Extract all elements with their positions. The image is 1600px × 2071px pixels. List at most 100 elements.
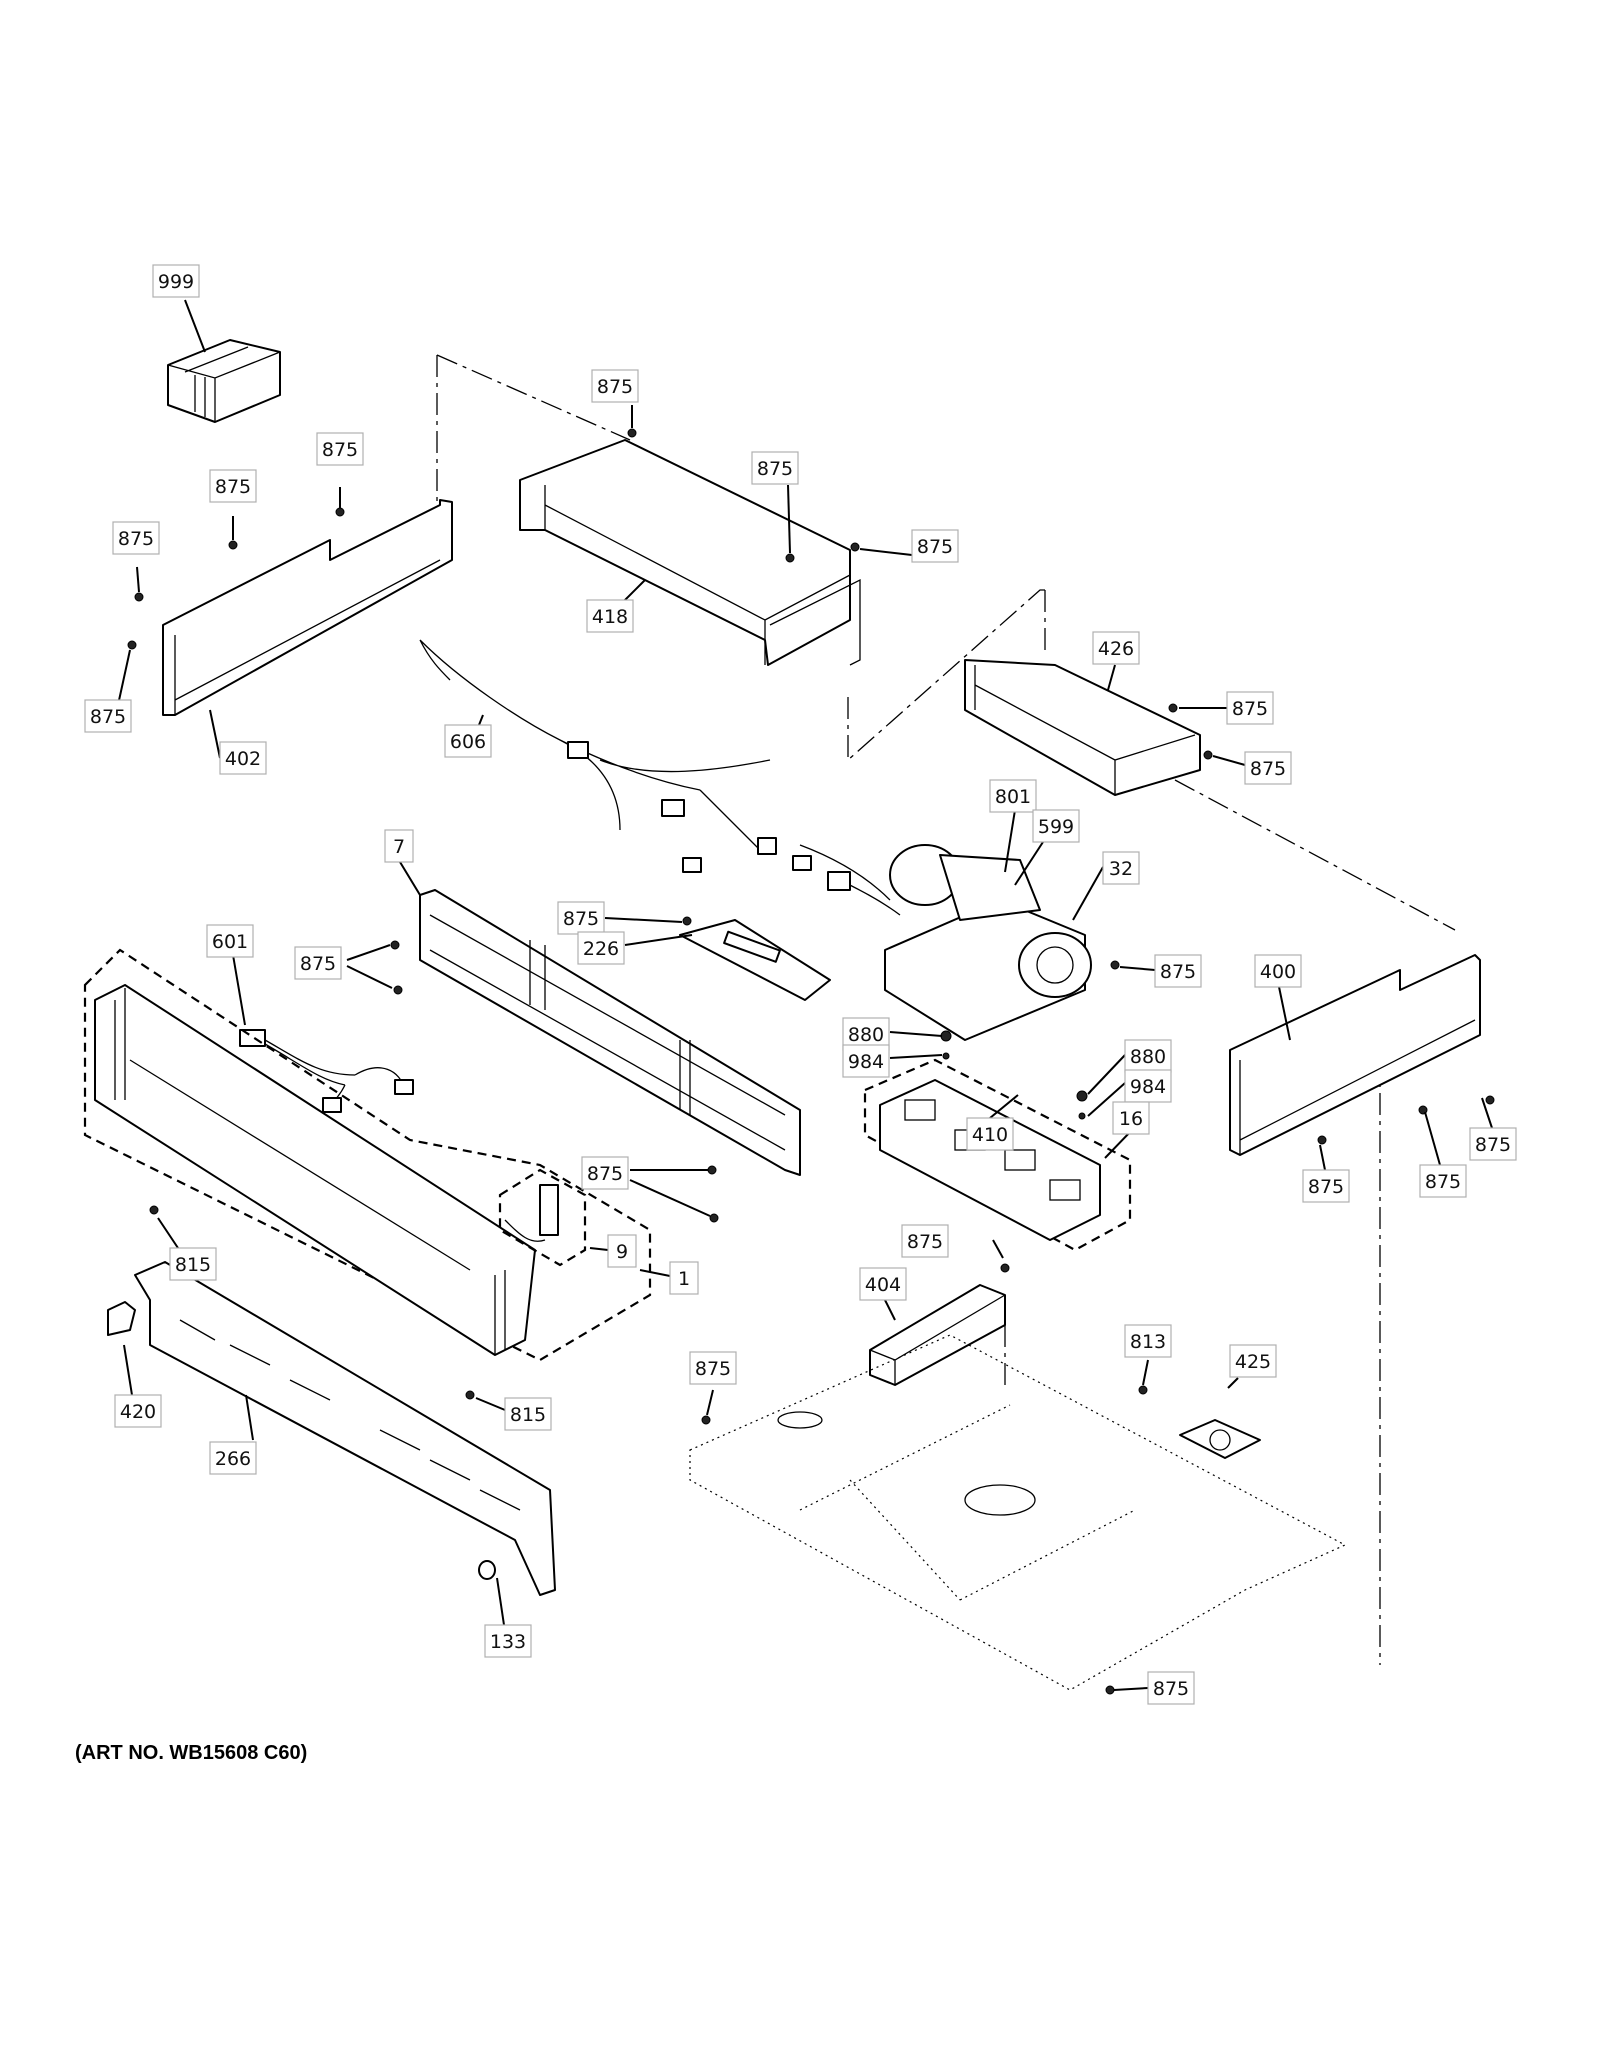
part-base-plate xyxy=(689,1334,1347,1691)
svg-text:404: 404 xyxy=(865,1274,901,1296)
svg-text:875: 875 xyxy=(907,1231,943,1253)
svg-text:875: 875 xyxy=(1160,961,1196,983)
callout-875-base-bottom: 875 xyxy=(1147,1671,1195,1705)
svg-text:875: 875 xyxy=(300,953,336,975)
callout-875-426-top: 875 xyxy=(1226,691,1274,725)
callout-266: 266 xyxy=(209,1441,257,1475)
svg-text:420: 420 xyxy=(120,1401,156,1423)
part-226-plate xyxy=(679,919,831,1001)
assembly-guide-lines xyxy=(436,354,1456,1665)
screws xyxy=(127,428,1495,1695)
callout-420: 420 xyxy=(114,1394,162,1428)
part-266-trim xyxy=(134,1261,556,1596)
svg-text:400: 400 xyxy=(1260,961,1296,983)
callout-875-cover-side: 875 xyxy=(751,451,799,485)
callout-875-panel-bottom: 875 xyxy=(84,699,132,733)
callout-226: 226 xyxy=(577,931,625,965)
part-425-pad xyxy=(1179,1419,1261,1459)
svg-text:880: 880 xyxy=(1130,1046,1166,1068)
svg-text:880: 880 xyxy=(848,1024,884,1046)
callout-425: 425 xyxy=(1229,1344,1277,1378)
callout-606: 606 xyxy=(444,724,492,758)
svg-text:133: 133 xyxy=(490,1631,526,1653)
callout-9: 9 xyxy=(607,1234,637,1268)
callout-875-426-bottom: 875 xyxy=(1244,751,1292,785)
callout-400: 400 xyxy=(1254,954,1302,988)
callout-labels: 999 875 875 875 875 875 875 875 418 402 … xyxy=(84,264,1517,1705)
svg-text:9: 9 xyxy=(616,1241,628,1263)
callout-418: 418 xyxy=(586,599,634,633)
callout-16: 16 xyxy=(1112,1101,1150,1135)
svg-text:875: 875 xyxy=(90,706,126,728)
leader-lines xyxy=(117,299,1493,1691)
svg-text:984: 984 xyxy=(1130,1076,1166,1098)
svg-text:875: 875 xyxy=(587,1163,623,1185)
callout-801: 801 xyxy=(989,779,1037,813)
svg-text:875: 875 xyxy=(1250,758,1286,780)
svg-text:984: 984 xyxy=(848,1051,884,1073)
callout-999: 999 xyxy=(152,264,200,298)
svg-text:425: 425 xyxy=(1235,1351,1271,1373)
callout-875-400-right: 875 xyxy=(1469,1127,1517,1161)
callout-984-motor: 984 xyxy=(842,1044,890,1078)
svg-text:875: 875 xyxy=(118,528,154,550)
svg-text:599: 599 xyxy=(1038,816,1074,838)
callout-875-400-mid: 875 xyxy=(1419,1164,1467,1198)
callout-875-frame-bottom: 875 xyxy=(581,1156,629,1190)
svg-text:801: 801 xyxy=(995,786,1031,808)
svg-text:875: 875 xyxy=(1153,1678,1189,1700)
callout-815-top: 815 xyxy=(169,1247,217,1281)
svg-text:875: 875 xyxy=(917,536,953,558)
callout-32: 32 xyxy=(1102,851,1140,885)
svg-text:426: 426 xyxy=(1098,638,1134,660)
svg-text:999: 999 xyxy=(158,271,194,293)
svg-text:418: 418 xyxy=(592,606,628,628)
svg-text:815: 815 xyxy=(175,1254,211,1276)
svg-text:16: 16 xyxy=(1119,1108,1143,1130)
part-402-side-panel xyxy=(162,499,453,716)
callout-7: 7 xyxy=(384,829,414,863)
part-999-box xyxy=(167,339,281,423)
svg-text:875: 875 xyxy=(1232,698,1268,720)
svg-text:606: 606 xyxy=(450,731,486,753)
svg-text:226: 226 xyxy=(583,938,619,960)
svg-text:402: 402 xyxy=(225,748,261,770)
svg-text:7: 7 xyxy=(393,836,405,858)
callout-875-motor: 875 xyxy=(1154,954,1202,988)
svg-text:601: 601 xyxy=(212,931,248,953)
callout-410: 410 xyxy=(966,1117,1014,1151)
svg-text:875: 875 xyxy=(563,908,599,930)
part-9-switch-module xyxy=(498,1168,587,1267)
callout-133: 133 xyxy=(484,1624,532,1658)
callout-875-panel-left: 875 xyxy=(112,521,160,555)
part-420-clip xyxy=(107,1301,136,1336)
svg-text:875: 875 xyxy=(215,476,251,498)
part-418-top-cover xyxy=(519,439,861,666)
callout-815-bottom: 815 xyxy=(504,1397,552,1431)
callout-601: 601 xyxy=(206,924,254,958)
svg-text:32: 32 xyxy=(1109,858,1133,880)
callout-875-404: 875 xyxy=(901,1224,949,1258)
part-1-control-panel-assembly xyxy=(83,948,652,1362)
callout-599: 599 xyxy=(1032,809,1080,843)
callout-875-panel-mid: 875 xyxy=(209,469,257,503)
callout-426: 426 xyxy=(1092,631,1140,665)
svg-text:875: 875 xyxy=(695,1358,731,1380)
svg-text:266: 266 xyxy=(215,1448,251,1470)
svg-text:875: 875 xyxy=(597,376,633,398)
part-606-wire-harness xyxy=(419,639,812,873)
callout-875-top-cover: 875 xyxy=(591,369,639,403)
callout-813: 813 xyxy=(1124,1324,1172,1358)
part-7-frame xyxy=(419,889,801,1176)
part-426-cover xyxy=(964,659,1201,796)
callout-880-410: 880 xyxy=(1124,1039,1172,1073)
svg-text:875: 875 xyxy=(322,439,358,461)
svg-text:815: 815 xyxy=(510,1404,546,1426)
callout-875-400-left: 875 xyxy=(1302,1169,1350,1203)
svg-text:813: 813 xyxy=(1130,1331,1166,1353)
callout-875-base: 875 xyxy=(689,1351,737,1385)
svg-text:875: 875 xyxy=(1425,1171,1461,1193)
callout-875-panel-top: 875 xyxy=(316,432,364,466)
svg-text:410: 410 xyxy=(972,1124,1008,1146)
